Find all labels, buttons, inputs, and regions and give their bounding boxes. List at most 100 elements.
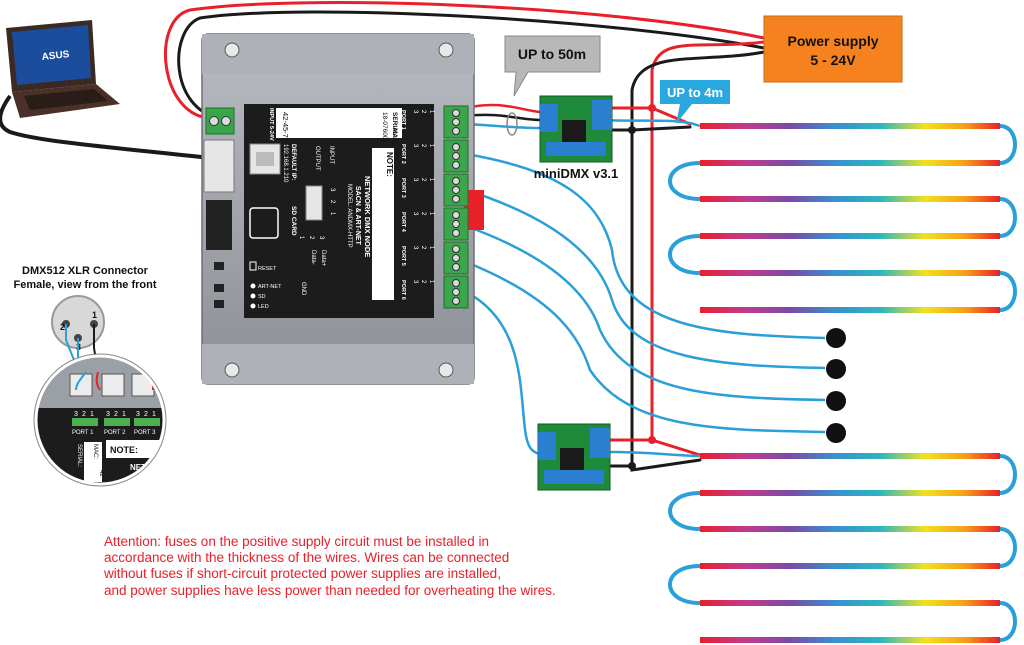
- data-wires: [465, 118, 826, 458]
- port-pin-number: 2: [420, 246, 426, 250]
- pin-number: 1: [329, 212, 335, 216]
- attention-note: Attention: fuses on the positive supply …: [103, 534, 556, 598]
- dmx-node-box: [201, 33, 484, 385]
- node-face-text: INPUT 5-24V SERIAL: 18-076001 MAC: 42-45…: [258, 108, 398, 310]
- callout-4m-text: UP to 4m: [667, 85, 723, 100]
- node-model: MODEL: ANDMX-HTTP: [346, 184, 352, 248]
- ethernet-port-icon: [249, 143, 281, 175]
- zoom-number: 1: [152, 411, 156, 418]
- xlr-pin-2: 2: [60, 322, 65, 332]
- input-column-label: INPUT: [328, 146, 334, 164]
- port-label: PORT 4: [400, 212, 406, 233]
- zoom-port-label: PORT 2: [104, 430, 126, 436]
- zoom-number: 2: [144, 411, 148, 418]
- terminal-screw-icon: [452, 195, 460, 203]
- terminal-screw-icon: [452, 279, 460, 287]
- terminal-screw-icon: [452, 109, 460, 117]
- zoom-mac-value: 42: [98, 470, 104, 477]
- sd-card-label: SD CARD: [290, 206, 297, 236]
- zoom-number: 1: [122, 411, 126, 418]
- laptop-icon: ASUS: [0, 20, 211, 160]
- port-pin-number: 2: [420, 110, 426, 114]
- led-label-led: LED: [258, 304, 269, 310]
- port-label: PORT 5: [400, 246, 406, 266]
- xlr-subtitle: Female, view from the front: [13, 279, 156, 291]
- pin-number: 2: [308, 236, 314, 240]
- zoom-number: 2: [114, 411, 118, 418]
- port-pin-number: 3: [412, 144, 418, 148]
- minidmx-label: miniDMX v3.1: [534, 166, 619, 181]
- terminal-screw-icon: [452, 263, 460, 271]
- port-pin-number: 3: [412, 280, 418, 284]
- power-supply[interactable]: Power supply 5 - 24V: [763, 15, 903, 83]
- zoom-number: 2: [82, 411, 86, 418]
- zoom-net-fragment: NET: [130, 463, 146, 472]
- pin-number: 3: [329, 188, 335, 192]
- minidmx-module-top: [539, 95, 613, 163]
- led-strip-bottom: [668, 453, 1017, 643]
- data-plus-label: Data+: [320, 250, 326, 267]
- reset-button-icon: [249, 261, 257, 271]
- terminal-screw-icon: [452, 220, 460, 228]
- port-pin-number: 2: [420, 212, 426, 216]
- port-label: PORT 2: [400, 144, 406, 164]
- terminal-screw-icon: [452, 254, 460, 262]
- port-pin-number: 1: [428, 280, 434, 284]
- zoom-serial-label: SERIAL:: [76, 444, 82, 467]
- port-label: PORT 3: [400, 178, 406, 198]
- terminal-screw-icon: [452, 152, 460, 160]
- port-pin-number: 2: [420, 144, 426, 148]
- serial-box: [276, 108, 402, 138]
- zoom-port-label: PORT 1: [72, 430, 94, 436]
- screw-icon: [224, 42, 240, 58]
- side-clip: [464, 190, 484, 230]
- port-pin-number: 3: [412, 178, 418, 182]
- port-pin-number: 2: [420, 178, 426, 182]
- screw-icon: [224, 362, 240, 378]
- mac-label: MAC:: [391, 128, 398, 145]
- terminal-screw-icon: [452, 211, 460, 219]
- xlr-pin-1: 1: [92, 310, 97, 320]
- pin-number: 1: [298, 236, 304, 240]
- led-label-artnet: ART-NET: [258, 284, 282, 290]
- pin-number: 2: [329, 200, 335, 204]
- port-label: PORT 1: [400, 110, 406, 130]
- led-indicator-icon: [250, 293, 256, 299]
- zoom-number: 1: [90, 411, 94, 418]
- note-label: NOTE:: [385, 152, 394, 177]
- terminal-screw-icon: [452, 143, 460, 151]
- port-pin-number: 2: [420, 280, 426, 284]
- port-label: PORT 6: [400, 280, 406, 300]
- screw-icon: [438, 362, 454, 378]
- port-pin-number: 1: [428, 144, 434, 148]
- led-indicator-icon: [250, 303, 256, 309]
- output-column-label: OUTPUT: [314, 146, 320, 171]
- port-pin-number: 3: [412, 212, 418, 216]
- node-title-line2: SACN & ART-NET: [354, 186, 361, 246]
- attention-line: and power supplies have less power than …: [104, 583, 556, 598]
- serial-label: SERIAL:: [391, 112, 398, 138]
- port-pin-number: 3: [412, 246, 418, 250]
- led-label-sd: SD: [258, 294, 266, 300]
- ethernet-port-side: [203, 139, 235, 193]
- attention-line: Attention: fuses on the positive supply …: [104, 534, 489, 549]
- callout-up-to-4m: UP to 4m: [660, 80, 730, 124]
- zoom-number: 3: [136, 411, 140, 418]
- sd-slot: [206, 200, 232, 250]
- terminal-screw-icon: [452, 245, 460, 253]
- port-pin-number: 3: [412, 110, 418, 114]
- terminal-screw-icon: [452, 186, 460, 194]
- node-title-line1: NETWORK DMX NODE: [363, 176, 372, 257]
- port-pin-number: 1: [428, 178, 434, 182]
- pin-number: 3: [318, 236, 324, 240]
- serial-value: 18-076001: [381, 112, 388, 143]
- ethernet-cable: [0, 94, 211, 160]
- terminal-screw-icon: [452, 297, 460, 305]
- led-indicator-icon: [250, 283, 256, 289]
- zoom-port-label: PORT 3: [134, 430, 156, 436]
- callout-50m-text: UP to 50m: [518, 46, 586, 62]
- gnd-label: GND: [300, 282, 306, 296]
- port-pin-number: 1: [428, 212, 434, 216]
